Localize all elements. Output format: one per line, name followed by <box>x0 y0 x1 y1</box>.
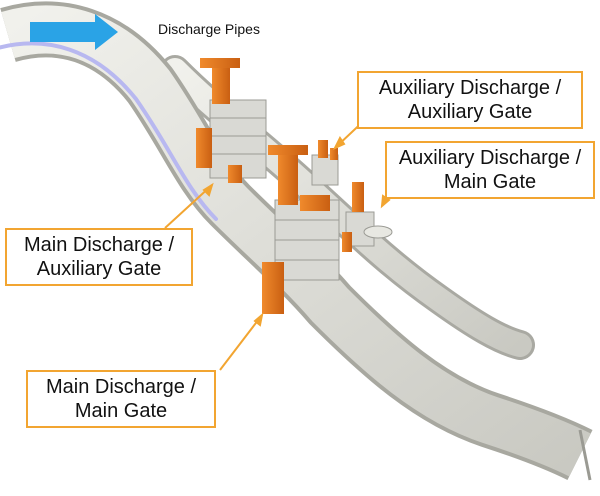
callout-line-1: Main Discharge / <box>45 376 197 398</box>
callout-line-1: Auxiliary Discharge / <box>378 77 562 99</box>
callout-main-discharge-main-gate: Main Discharge / Main Gate <box>26 370 216 428</box>
main-discharge-pipe <box>0 1 593 481</box>
callout-line-1: Main Discharge / <box>23 234 175 256</box>
callout-line-1: Auxiliary Discharge / <box>398 147 582 169</box>
callout-line-2: Auxiliary Gate <box>36 258 162 280</box>
main-discharge-auxiliary-gate <box>196 58 267 183</box>
callout-line-2: Main Gate <box>74 400 168 422</box>
flow-arrow-icon <box>30 14 118 50</box>
auxiliary-discharge-auxiliary-gate <box>311 140 339 186</box>
callout-auxiliary-discharge-auxiliary-gate: Auxiliary Discharge / Auxiliary Gate <box>357 71 583 129</box>
main-discharge-main-gate <box>262 145 340 314</box>
callout-line-2: Auxiliary Gate <box>407 101 533 123</box>
callout-line-2: Main Gate <box>443 171 537 193</box>
auxiliary-discharge-main-gate <box>342 182 393 252</box>
callout-main-discharge-auxiliary-gate: Main Discharge / Auxiliary Gate <box>5 228 193 286</box>
callout-auxiliary-discharge-main-gate: Auxiliary Discharge / Main Gate <box>385 141 595 199</box>
diagram-title: Discharge Pipes <box>158 21 260 37</box>
